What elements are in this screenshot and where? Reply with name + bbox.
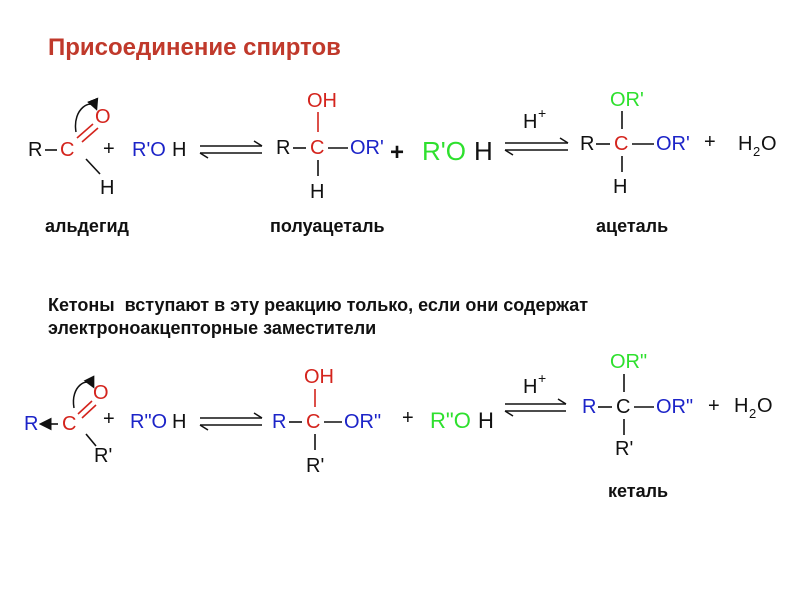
bond-c-o-2	[81, 404, 97, 419]
catalyst-h: H	[523, 376, 537, 398]
aldehyde-r-atom: R	[28, 139, 42, 161]
label-acetal: ацеталь	[596, 216, 668, 236]
bond-c-h	[85, 158, 101, 175]
alcohol-h-atom: H	[172, 411, 186, 433]
plus-sign: +	[103, 408, 115, 430]
catalyst-h: H	[523, 111, 537, 133]
water-o: O	[761, 133, 777, 155]
aldehyde-o-atom: O	[95, 106, 111, 128]
water-h: H	[738, 133, 752, 155]
bond-c-r2	[85, 433, 97, 447]
ketone-r-atom: R	[24, 413, 38, 435]
equilibrium-arrow-3	[199, 412, 263, 431]
hemiacetal-or: OR'	[350, 137, 384, 159]
ketone-note: Кетоны вступают в эту реакцию только, ес…	[48, 294, 768, 341]
ketone-o-atom: O	[93, 382, 109, 404]
alcohol-h-atom: H	[172, 139, 186, 161]
acetal-r-atom: R	[580, 133, 594, 155]
ketone-r2-atom: R'	[94, 445, 112, 467]
aldehyde-reactant: R C O H	[28, 97, 114, 199]
aldehyde-c-atom: C	[60, 139, 74, 161]
label-ketal: кеталь	[608, 481, 668, 501]
water-subscript: 2	[753, 144, 760, 159]
ketal-top-or: OR"	[610, 351, 647, 373]
plus-sign: +	[103, 138, 115, 160]
catalyst-plus: +	[538, 105, 546, 121]
hemiketal-or: OR"	[344, 411, 381, 433]
equilibrium-arrow-1	[199, 140, 263, 159]
hemiketal-oh: OH	[304, 366, 334, 388]
bond-c-o-1	[76, 123, 94, 139]
ketone-reactant: R C O R'	[24, 375, 112, 467]
water: H 2 O	[734, 395, 773, 421]
second-alcohol-formula: R"O	[430, 408, 471, 433]
equilibrium-arrow-4	[504, 398, 567, 417]
acetal-c-atom: C	[614, 133, 628, 155]
hemiacetal-oh: OH	[307, 90, 337, 112]
slide-title: Присоединение спиртов	[48, 34, 341, 61]
plus-sign: +	[390, 139, 404, 166]
acetal-or: OR'	[656, 133, 690, 155]
label-aldehyde: альдегид	[45, 216, 130, 236]
ketone-note-line-1: Кетоны вступают в эту реакцию только, ес…	[48, 295, 589, 315]
water-subscript: 2	[749, 406, 756, 421]
hemiketal-r-atom: R	[272, 411, 286, 433]
second-alcohol-h-atom: H	[478, 408, 494, 433]
bond-c-o-1	[77, 400, 93, 415]
hemiketal-r2-atom: R'	[306, 455, 324, 477]
electron-shift-arrow	[74, 97, 99, 133]
hemiketal: OH R C OR" R'	[272, 366, 381, 477]
hemiacetal-c-atom: C	[310, 137, 324, 159]
water-o: O	[757, 395, 773, 417]
acetal: OR' R C OR' H	[580, 89, 690, 198]
catalyst-label-2: H +	[523, 370, 546, 398]
label-hemiacetal: полуацеталь	[270, 216, 385, 236]
hemiketal-c-atom: C	[306, 411, 320, 433]
acetal-h-atom: H	[613, 176, 627, 198]
hemiacetal-h-atom: H	[310, 181, 324, 203]
water-h: H	[734, 395, 748, 417]
bond-c-o-2	[81, 127, 99, 143]
ketal-r2-atom: R'	[615, 438, 633, 460]
hemiacetal-r-atom: R	[276, 137, 290, 159]
catalyst-plus: +	[538, 370, 546, 386]
equilibrium-arrow-2	[504, 137, 569, 156]
hemiacetal: OH R C OR' H	[276, 90, 384, 203]
catalyst-label-1: H +	[523, 105, 546, 133]
ketone-note-line-2: электроноакцепторные заместители	[48, 318, 377, 339]
ketone-c-atom: C	[62, 413, 76, 435]
plus-sign: +	[708, 395, 720, 417]
aldehyde-h-atom: H	[100, 177, 114, 199]
second-alcohol-formula: R'O	[422, 136, 466, 166]
acetal-top-or: OR'	[610, 89, 644, 111]
electron-shift-arrow	[72, 375, 95, 409]
ketal-or: OR"	[656, 396, 693, 418]
plus-sign: +	[402, 407, 414, 429]
alcohol-formula: R"O	[130, 411, 167, 433]
alcohol-formula: R'O	[132, 139, 166, 161]
second-alcohol-h-atom: H	[474, 136, 493, 166]
plus-sign: +	[704, 131, 716, 153]
ketal: OR" R C OR" R'	[582, 351, 693, 460]
water: H 2 O	[738, 133, 777, 159]
ketal-c-atom: C	[616, 396, 630, 418]
ketal-r-atom: R	[582, 396, 596, 418]
